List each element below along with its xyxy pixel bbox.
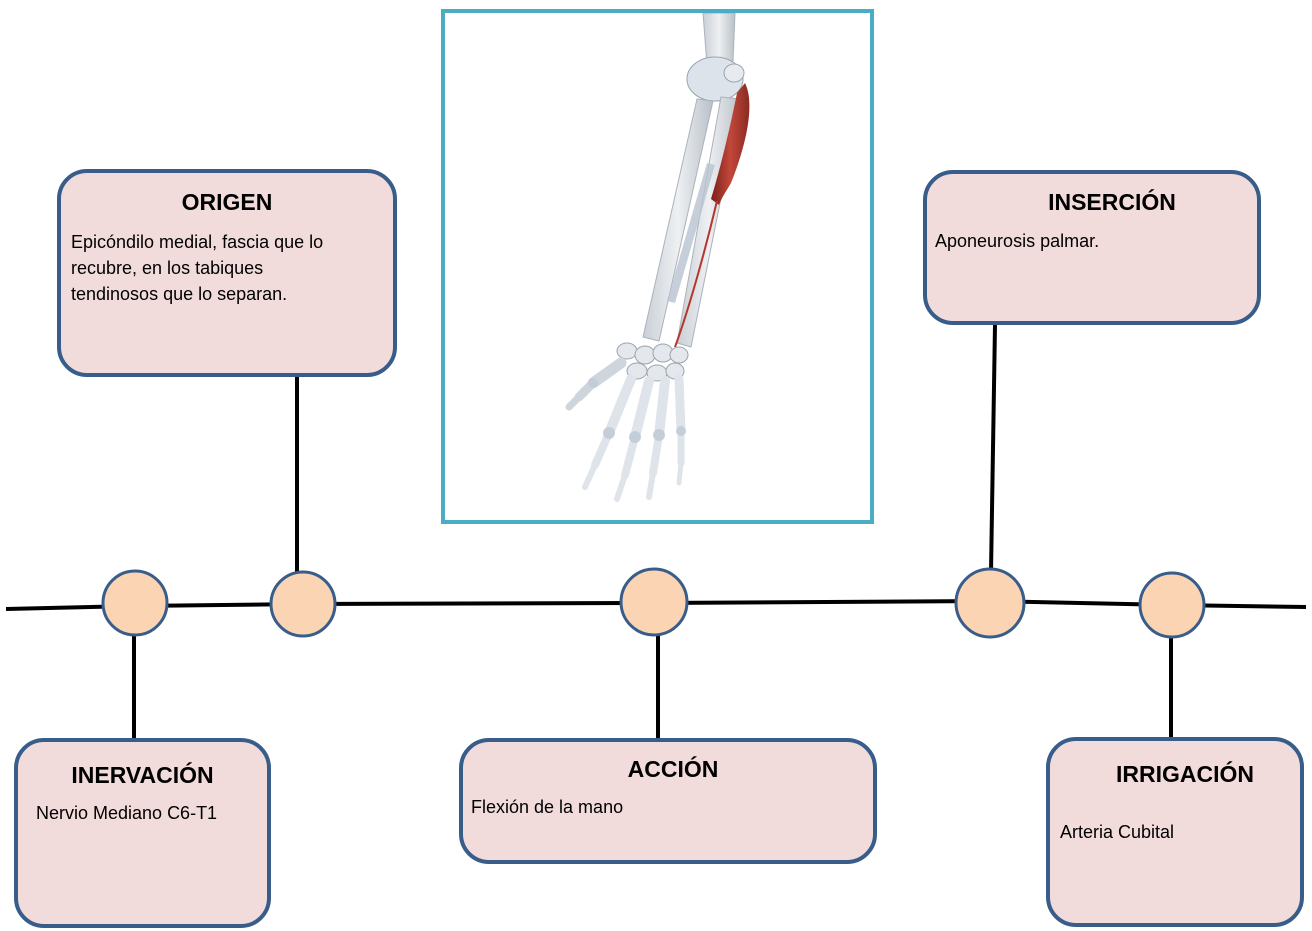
origin-box: ORIGEN Epicóndilo medial, fascia que lo … (57, 169, 397, 377)
anatomy-image-frame (441, 9, 874, 524)
action-box: ACCIÓN Flexión de la mano (459, 738, 877, 864)
irrigation-title: IRRIGACIÓN (1070, 761, 1300, 788)
connector-insertion (991, 325, 995, 572)
timeline-node-origin (271, 572, 335, 636)
irrigation-text: Arteria Cubital (1060, 819, 1290, 845)
insertion-box: INSERCIÓN Aponeurosis palmar. (923, 170, 1261, 325)
timeline-node-action (621, 569, 687, 635)
origin-title: ORIGEN (61, 189, 393, 216)
timeline-node-irrigation (1140, 573, 1204, 637)
timeline-node-innervation (103, 571, 167, 635)
origin-text: Epicóndilo medial, fascia que lo recubre… (71, 229, 391, 307)
origin-text-line: Epicóndilo medial, fascia que lo (71, 229, 391, 255)
action-title: ACCIÓN (473, 756, 873, 783)
insertion-text: Aponeurosis palmar. (935, 228, 1255, 254)
insertion-title: INSERCIÓN (967, 189, 1257, 216)
forearm-muscle-illustration (445, 13, 870, 520)
innervation-box: INERVACIÓN Nervio Mediano C6-T1 (14, 738, 271, 928)
irrigation-box: IRRIGACIÓN Arteria Cubital (1046, 737, 1304, 927)
origin-text-line: tendinosos que lo separan. (71, 281, 391, 307)
timeline-node-insertion (956, 569, 1024, 637)
origin-text-line: recubre, en los tabiques (71, 255, 391, 281)
innervation-text: Nervio Mediano C6-T1 (36, 800, 266, 826)
action-text: Flexión de la mano (471, 794, 851, 820)
innervation-title: INERVACIÓN (18, 762, 267, 789)
